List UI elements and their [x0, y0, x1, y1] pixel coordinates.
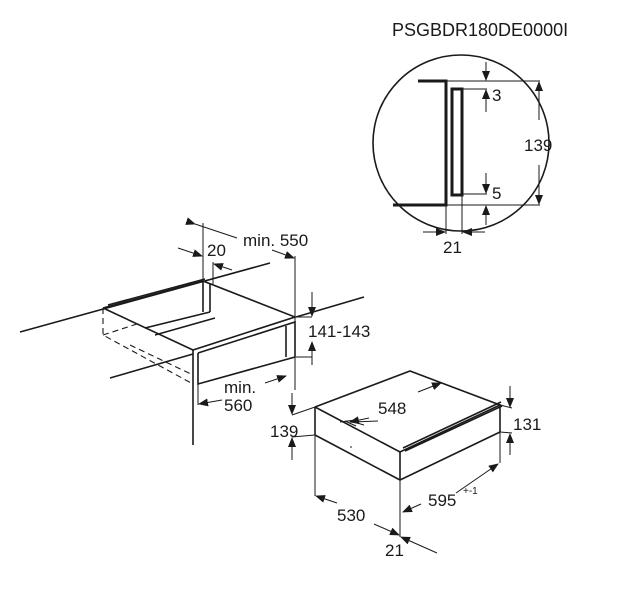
niche-height-label: 139	[270, 422, 298, 441]
drawer-top-width-label: 548	[378, 399, 406, 418]
drawer-front-profile	[450, 87, 464, 197]
detail-callout: 3 139 5 21	[372, 54, 552, 257]
gap-top-label: 3	[492, 86, 501, 105]
gap-bottom-label: 5	[492, 184, 501, 203]
niche-min-depth-label: min. 550	[243, 231, 308, 250]
drawer-width-label: 595	[428, 491, 456, 510]
detail-circle	[372, 54, 550, 232]
niche-min-width-prefix: min.	[224, 378, 256, 397]
drawer-width-tolerance: +-1	[463, 486, 478, 497]
drawer-frame-profile	[393, 79, 448, 207]
depth-label: 21	[443, 238, 462, 257]
drawer-front-height-label: 131	[513, 415, 541, 434]
niche-offset-label: 20	[207, 241, 226, 260]
height-label: 139	[524, 136, 552, 155]
model-code: PSGBDR180DE0000I	[392, 20, 568, 40]
drawer-front-thickness-label: 21	[385, 541, 404, 560]
drawer-depth-label: 530	[337, 506, 365, 525]
niche-drawing: min. 550 20 141-143 min. 560	[19, 217, 370, 445]
niche-min-width-value: 560	[224, 396, 252, 415]
niche-opening-height-label: 141-143	[308, 322, 370, 341]
drawer-drawing: 548 131 139 530 595 +-1 21	[270, 370, 541, 560]
